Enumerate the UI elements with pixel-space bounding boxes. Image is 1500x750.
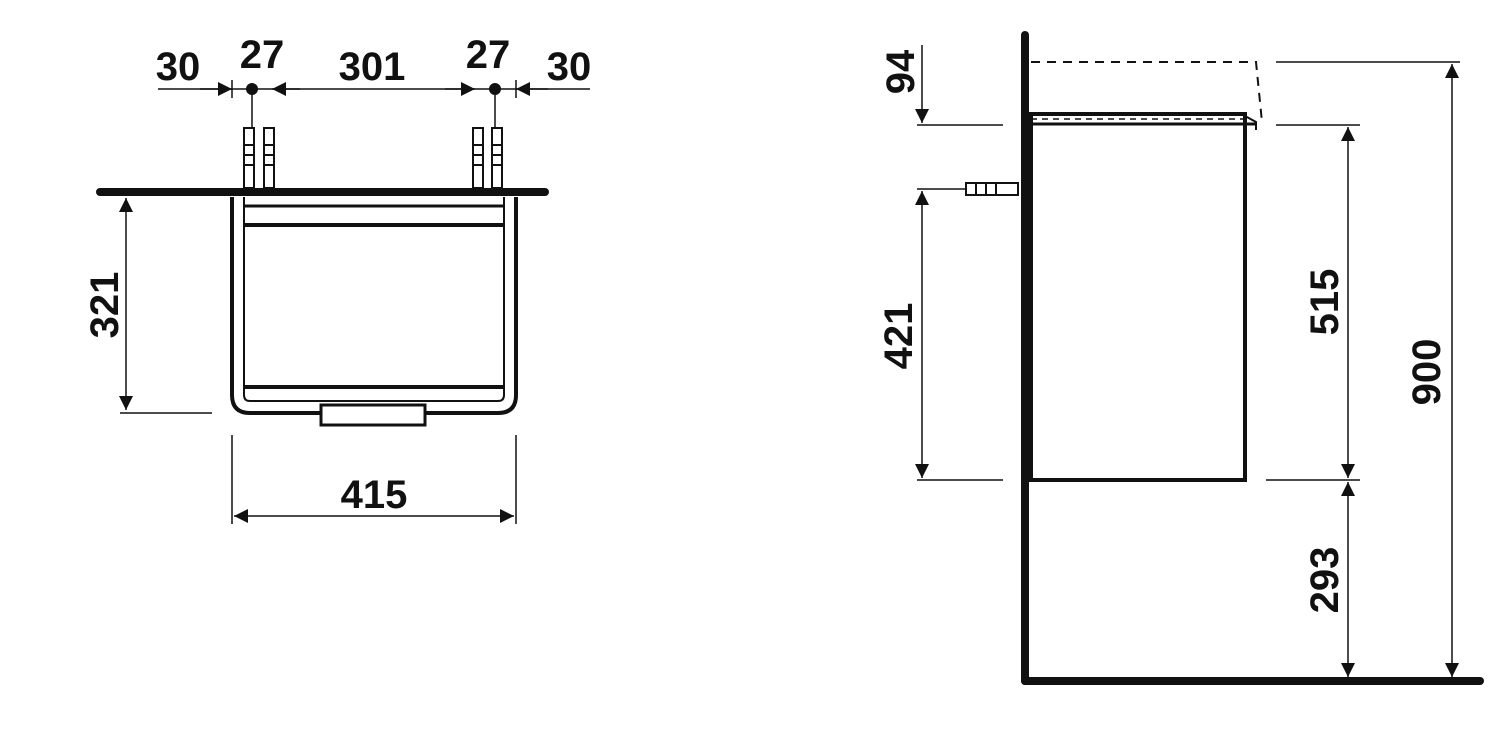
- dim-label-bolt-spacing: 301: [339, 45, 406, 89]
- cabinet-lip: [1244, 115, 1257, 130]
- top-view: [96, 80, 590, 524]
- cabinet-side: [1029, 112, 1247, 482]
- dim-label-right-bolt: 27: [466, 33, 511, 77]
- bolt-right: [472, 95, 503, 189]
- dim-label-mount-height: 421: [877, 303, 921, 370]
- dim-label-right-margin: 30: [547, 45, 592, 89]
- countertop-dashed-outline: [1031, 61, 1263, 123]
- drawer-handle: [319, 403, 427, 427]
- cabinet-inner-outline: [243, 197, 505, 402]
- dim-label-left-margin: 30: [156, 45, 201, 89]
- bolt-left: [243, 95, 275, 189]
- cabinet-outline: [230, 197, 518, 415]
- dim-label-total-height: 900: [1405, 339, 1449, 406]
- mounting-bolt: [965, 182, 1019, 196]
- side-view: [915, 31, 1484, 685]
- dim-label-left-bolt: 27: [240, 33, 285, 77]
- dim-label-top-offset: 94: [879, 49, 923, 94]
- dim-label-floor-clearance: 293: [1303, 547, 1347, 614]
- dim-label-width: 415: [341, 473, 408, 517]
- dim-label-cabinet-height: 515: [1303, 269, 1347, 336]
- dim-label-depth: 321: [83, 272, 127, 339]
